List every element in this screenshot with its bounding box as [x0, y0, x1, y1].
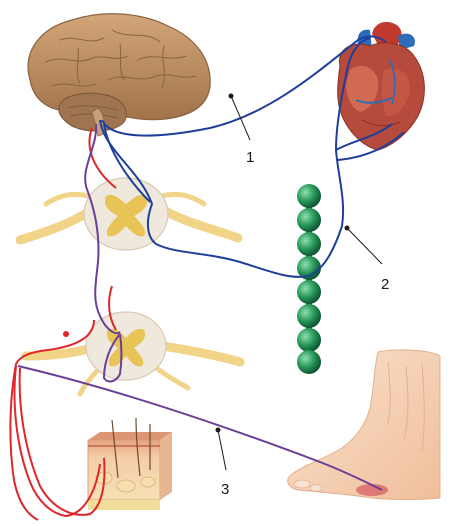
callout-1-label: 1 — [246, 149, 254, 166]
nerve-fiber-red — [89, 128, 116, 188]
nerve-fiber-red — [15, 366, 100, 516]
callout-2-label: 2 — [381, 276, 389, 293]
spinal-cord-icon — [20, 178, 238, 250]
callout-3: 3 — [216, 428, 230, 499]
callout-1: 1 — [229, 94, 255, 167]
brain-icon — [28, 14, 210, 136]
callout-3-label: 3 — [221, 481, 229, 498]
nerve-cell-body-red — [63, 331, 69, 337]
spinal-cord-icon — [26, 312, 240, 394]
sympathetic-chain-icon — [297, 184, 321, 374]
callout-2: 2 — [345, 226, 390, 294]
